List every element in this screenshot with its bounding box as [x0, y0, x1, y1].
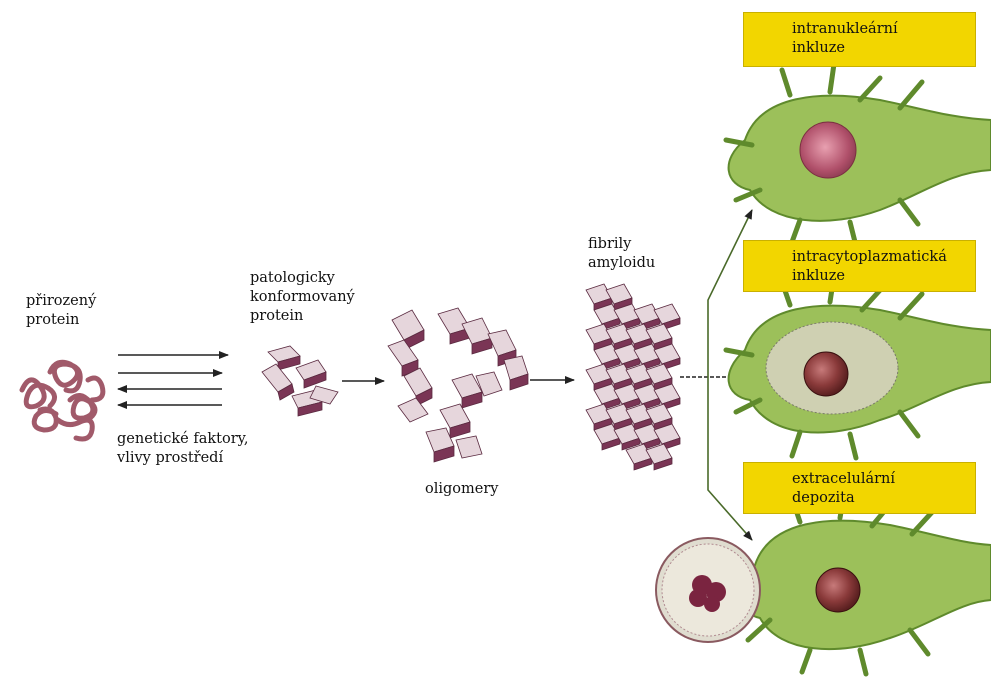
native-protein-coils [22, 362, 103, 439]
branch-line-lower [708, 377, 752, 540]
oligomers-label: oligomery [425, 480, 498, 499]
equilibrium-arrows [118, 355, 228, 405]
outcome-label-extracellular: extracelulární depozita [744, 463, 975, 508]
outcome-box-extracellular: extracelulární depozita [743, 462, 976, 514]
outcome-label-intracytoplasmic: intracytoplazmatická inkluze [744, 241, 975, 286]
neuron-cell-extracellular [742, 494, 991, 674]
factors-label: genetické faktory, vlivy prostředí [117, 430, 249, 468]
outcome-box-intracytoplasmic: intracytoplazmatická inkluze [743, 240, 976, 292]
misfolded-protein-blocks [262, 346, 338, 416]
extracellular-plaque [656, 538, 760, 642]
oligomer-blocks [388, 308, 528, 462]
neuron-cell-intracytoplasmic [726, 276, 991, 458]
amyloid-fibril-blocks [586, 284, 680, 470]
outcome-label-intranuclear: intranukleární inkluze [744, 13, 975, 58]
native-protein-label: přirozený protein [26, 292, 96, 330]
neuron-cell-intranuclear [726, 64, 991, 246]
misfolded-protein-label: patologicky konformovaný protein [250, 269, 355, 326]
fibrils-label: fibrily amyloidu [588, 235, 655, 273]
outcome-box-intranuclear: intranukleární inkluze [743, 12, 976, 67]
